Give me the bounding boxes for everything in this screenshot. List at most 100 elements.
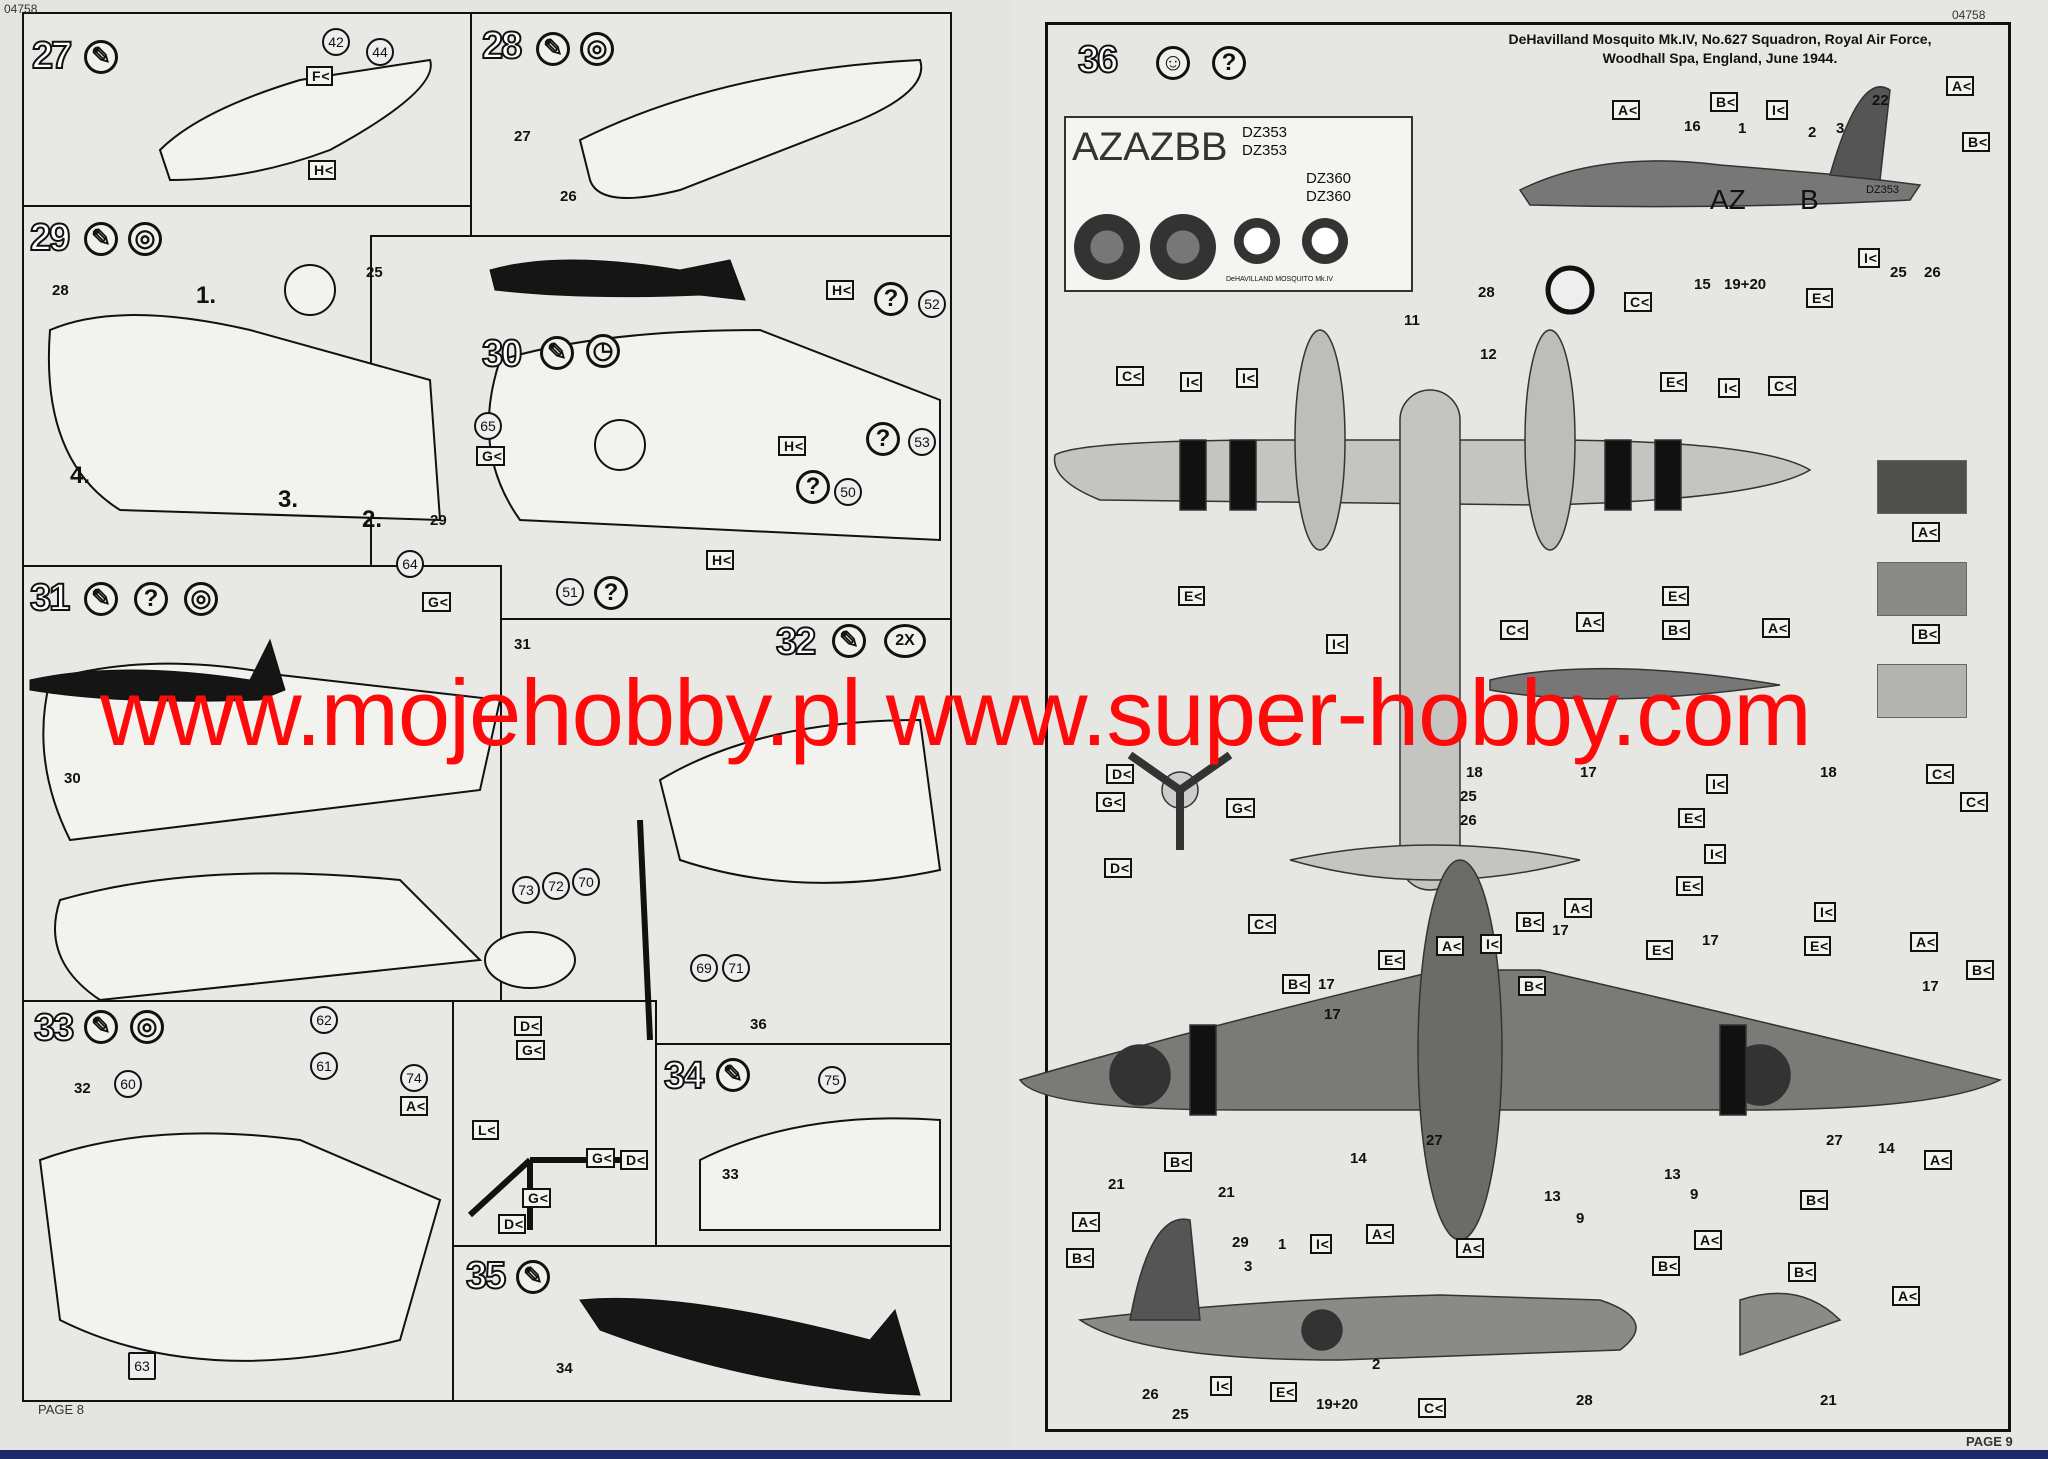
part-ref: 28 <box>1576 1392 1593 1409</box>
decal-callout: D <box>1104 858 1133 878</box>
part-ref: 29 <box>1232 1234 1249 1251</box>
decal-callout: E <box>1676 876 1704 896</box>
decal-callout: I <box>1326 634 1348 654</box>
part-number: 30 <box>64 770 81 787</box>
part-ref: 21 <box>1108 1176 1125 1193</box>
decal-callout: I <box>1814 902 1836 922</box>
part-ref: 14 <box>1878 1140 1895 1157</box>
decal-tag: G <box>476 446 505 466</box>
decal-tag: A <box>400 1096 429 1116</box>
decal-tag: G <box>522 1188 551 1208</box>
step-arrow-label: 3. <box>278 486 299 513</box>
main-wheel <box>1545 265 1595 315</box>
part-number: 61 <box>310 1052 338 1080</box>
underside-nacelle <box>1294 329 1346 551</box>
decal-callout: A <box>1892 1286 1921 1306</box>
decal-callout: I <box>1210 1376 1232 1396</box>
page-number: PAGE 9 <box>1966 1434 2013 1449</box>
part-number: 73 <box>512 876 540 904</box>
engine-drawing <box>658 718 942 884</box>
watermark: www.mojehobby.pl www.super-hobby.com <box>100 660 1812 765</box>
wheel-drawing <box>594 419 646 471</box>
part-ref: 13 <box>1544 1188 1561 1205</box>
underside-nacelle <box>1524 329 1576 551</box>
part-ref: 28 <box>1478 284 1495 301</box>
decal-callout: A <box>1072 1212 1101 1232</box>
part-ref: 3 <box>1836 120 1845 137</box>
decal-callout: B <box>1788 1262 1817 1282</box>
side-view-fuselage <box>1518 160 1922 208</box>
part-ref: 19+20 <box>1316 1396 1359 1413</box>
part-ref: 16 <box>1684 118 1701 135</box>
glue-icon: ✎ <box>536 32 570 66</box>
decal-callout: B <box>1164 1152 1193 1172</box>
decal-callout: B <box>1966 960 1995 980</box>
decal-tag: H <box>826 280 855 300</box>
part-ref: 22 <box>1872 92 1889 109</box>
decal-callout: G <box>1226 798 1255 818</box>
part-number: 74 <box>400 1064 428 1092</box>
decal-roundel <box>1234 218 1280 264</box>
decal-tag: L <box>472 1120 499 1140</box>
repeat-badge: 2X <box>884 624 926 658</box>
decal-callout: E <box>1270 1382 1298 1402</box>
paint-icon: ◎ <box>128 222 162 256</box>
propeller-blade <box>637 819 653 1041</box>
decal-sheet: AZAZBB DZ353 DZ353 DZ360 DZ360 DeHAVILLA… <box>1064 116 1413 292</box>
part-ref: 27 <box>1826 1132 1843 1149</box>
step-number: 27 <box>31 35 73 77</box>
part-number: 53 <box>908 428 936 456</box>
step-number: 31 <box>29 577 71 619</box>
step-number: 36 <box>1077 39 1119 81</box>
decal-callout: B <box>1962 132 1991 152</box>
decal-callout: A <box>1910 932 1939 952</box>
page-number: PAGE 8 <box>38 1402 85 1417</box>
decal-callout: E <box>1646 940 1674 960</box>
part-number: 33 <box>722 1166 739 1183</box>
spinner-drawing <box>484 931 576 989</box>
color-swatch-a <box>1877 460 1967 514</box>
part-ref: 12 <box>1480 346 1497 363</box>
part-number: 65 <box>474 412 502 440</box>
decal-serial: DZ360 <box>1306 170 1352 187</box>
decal-callout: A <box>1694 1230 1723 1250</box>
swatch-label: C <box>1960 792 1989 812</box>
wheel-drawing <box>284 264 336 316</box>
decal-callout: I <box>1766 100 1788 120</box>
color-swatch-c <box>1877 664 1967 718</box>
part-number: 34 <box>556 1360 573 1377</box>
question-icon: ? <box>874 282 908 316</box>
part-number: 27 <box>514 128 531 145</box>
part-number: 26 <box>560 188 577 205</box>
decal-tag: D <box>498 1214 527 1234</box>
question-icon: ? <box>134 582 168 616</box>
decal-serial: DZ353 <box>1242 142 1288 159</box>
part-ref: 21 <box>1218 1184 1235 1201</box>
decal-caption: DeHAVILLAND MOSQUITO Mk.IV <box>1226 276 1334 283</box>
decal-callout: B <box>1066 1248 1095 1268</box>
glue-icon: ✎ <box>832 624 866 658</box>
part-ref: 2 <box>1808 124 1817 141</box>
part-ref: 21 <box>1820 1392 1837 1409</box>
decal-tag: H <box>778 436 807 456</box>
decal-callout: I <box>1180 372 1202 392</box>
part-number: 70 <box>572 868 600 896</box>
upper-fuselage <box>1417 859 1503 1241</box>
decal-tag: H <box>706 550 735 570</box>
part-ref: 14 <box>1350 1150 1367 1167</box>
part-ref: 18 <box>1466 764 1483 781</box>
stripe <box>1229 439 1257 511</box>
lower-roundel <box>1301 1309 1343 1351</box>
decal-letters: AZAZBB <box>1072 125 1228 169</box>
decal-callout: G <box>1096 792 1125 812</box>
part-ref: 17 <box>1922 978 1939 995</box>
fuselage-code: AZ <box>1710 184 1746 215</box>
decal-tag: D <box>620 1150 649 1170</box>
decal-callout: C <box>1418 1398 1447 1418</box>
underside-tailplane <box>1289 844 1581 881</box>
decal-roundel <box>1302 218 1348 264</box>
decal-callout: A <box>1946 76 1975 96</box>
decal-callout: B <box>1662 620 1691 640</box>
decal-roundel <box>1074 214 1140 280</box>
decal-callout: B <box>1710 92 1739 112</box>
